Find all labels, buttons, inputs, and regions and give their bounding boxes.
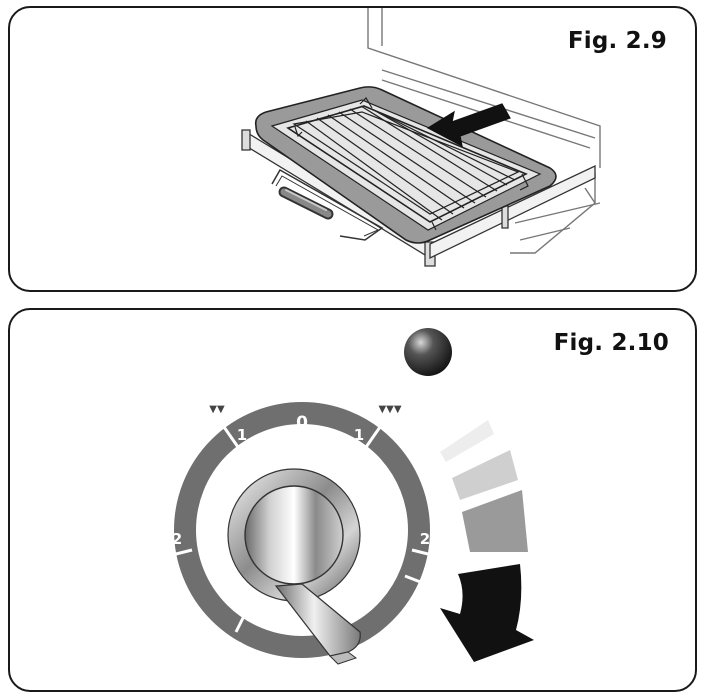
dial-number-mid-left: 2 xyxy=(172,530,182,548)
indicator-lamp-icon xyxy=(404,328,452,376)
rack-handle xyxy=(271,168,384,241)
dial-number-0: 0 xyxy=(296,413,308,433)
figure-panel-2-10: 0 1 1 2 2 3 ▼▼ ▼▼▼ Fig. 2.10 xyxy=(8,308,697,692)
drip-tray xyxy=(254,86,557,244)
side-rail-back xyxy=(429,164,596,260)
oven-rack-illustration xyxy=(241,8,601,267)
dial-number-high-left: 3 xyxy=(234,639,244,657)
dial-number-low-left: 1 xyxy=(237,426,247,444)
figure-panel-2-9: Fig. 2.9 xyxy=(8,6,697,292)
dial-number-mid-right: 2 xyxy=(420,530,430,548)
figure-label: Fig. 2.10 xyxy=(553,330,669,356)
control-knob xyxy=(227,468,361,665)
control-knob-illustration: 0 1 1 2 2 3 ▼▼ ▼▼▼ xyxy=(167,328,534,665)
dial-ring xyxy=(167,402,437,658)
rotation-arrow-icon xyxy=(440,564,534,662)
flame-marker-small: ▼▼ xyxy=(209,404,225,415)
flame-intensity-scale xyxy=(440,420,528,552)
flame-marker-large: ▼▼▼ xyxy=(378,404,401,415)
figure-label: Fig. 2.9 xyxy=(567,28,667,54)
dial-number-low-right: 1 xyxy=(354,426,364,444)
wire-grill xyxy=(286,97,529,231)
oven-cavity xyxy=(367,8,601,254)
pull-out-arrow xyxy=(426,103,511,148)
